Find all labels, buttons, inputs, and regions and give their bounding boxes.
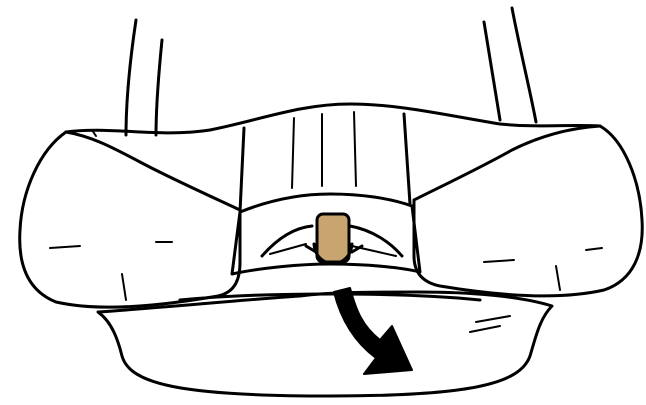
pull-direction-arrow <box>334 288 412 374</box>
center-panel <box>240 112 412 212</box>
strap-right <box>484 8 536 122</box>
tray-creases <box>470 316 510 332</box>
seat-back-contour <box>66 104 600 133</box>
seat-front-tray <box>98 292 552 396</box>
left-wing-cushion <box>20 132 240 307</box>
right-wing-cushion <box>414 126 642 296</box>
release-handle <box>306 214 362 264</box>
strap-left <box>126 20 162 135</box>
